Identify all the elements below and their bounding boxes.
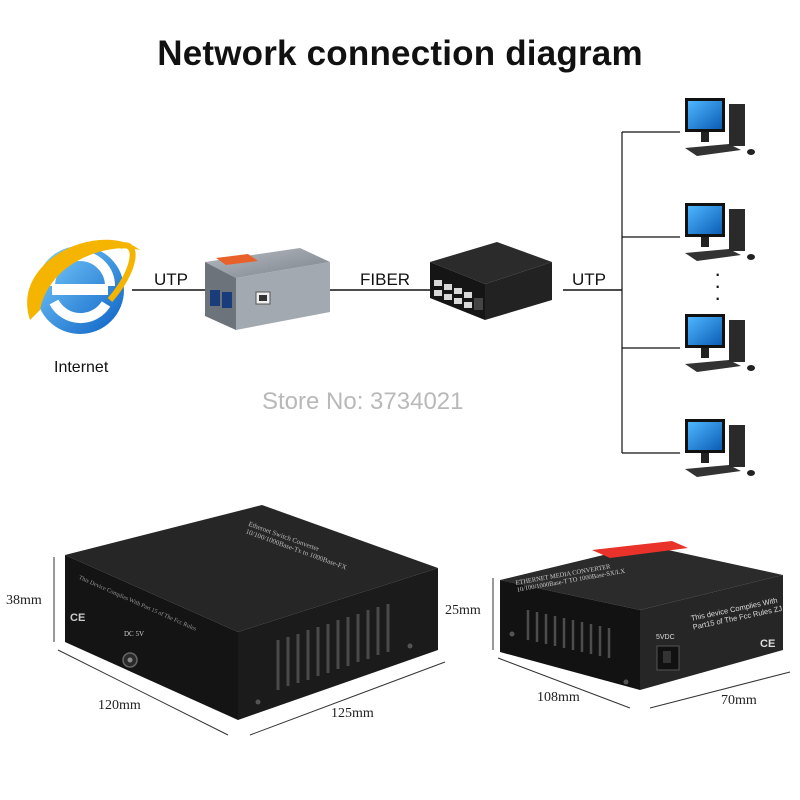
internet-icon xyxy=(27,239,140,334)
link-label-fiber: FIBER xyxy=(360,270,411,289)
link-label-utp-left: UTP xyxy=(154,270,188,289)
converter-ce-mark: CE xyxy=(760,638,776,650)
pc-icon-3 xyxy=(685,314,755,372)
pc-icon-2 xyxy=(685,203,755,261)
internet-label: Internet xyxy=(54,359,109,376)
store-watermark: Store No: 3734021 xyxy=(262,388,464,415)
pc-icon-4 xyxy=(685,419,755,477)
switch-dc-label: DC 5V xyxy=(124,630,145,638)
converter-height-label: 25mm xyxy=(445,603,481,618)
switch-width-label: 125mm xyxy=(331,706,374,721)
switch-ce-mark: CE xyxy=(70,612,86,624)
media-converter-device xyxy=(205,248,330,330)
switch-product-photo xyxy=(65,505,438,720)
page-title: Network connection diagram xyxy=(157,34,643,73)
converter-depth-label: 108mm xyxy=(537,690,580,705)
switch-height-label: 38mm xyxy=(6,593,42,608)
switch-dimension-lines xyxy=(53,557,446,736)
switch-depth-label: 120mm xyxy=(98,698,141,713)
link-label-utp-right: UTP xyxy=(572,270,606,289)
converter-dc-label: 5VDC xyxy=(656,634,675,641)
fiber-switch-device xyxy=(430,242,552,320)
converter-dimension-lines xyxy=(492,578,791,709)
pc-icon-1 xyxy=(685,98,755,156)
converter-product-photo xyxy=(500,541,783,690)
converter-width-label: 70mm xyxy=(721,693,757,708)
more-pcs-ellipsis-icon: ··· xyxy=(714,261,722,310)
pc-tree-lines xyxy=(621,131,680,454)
